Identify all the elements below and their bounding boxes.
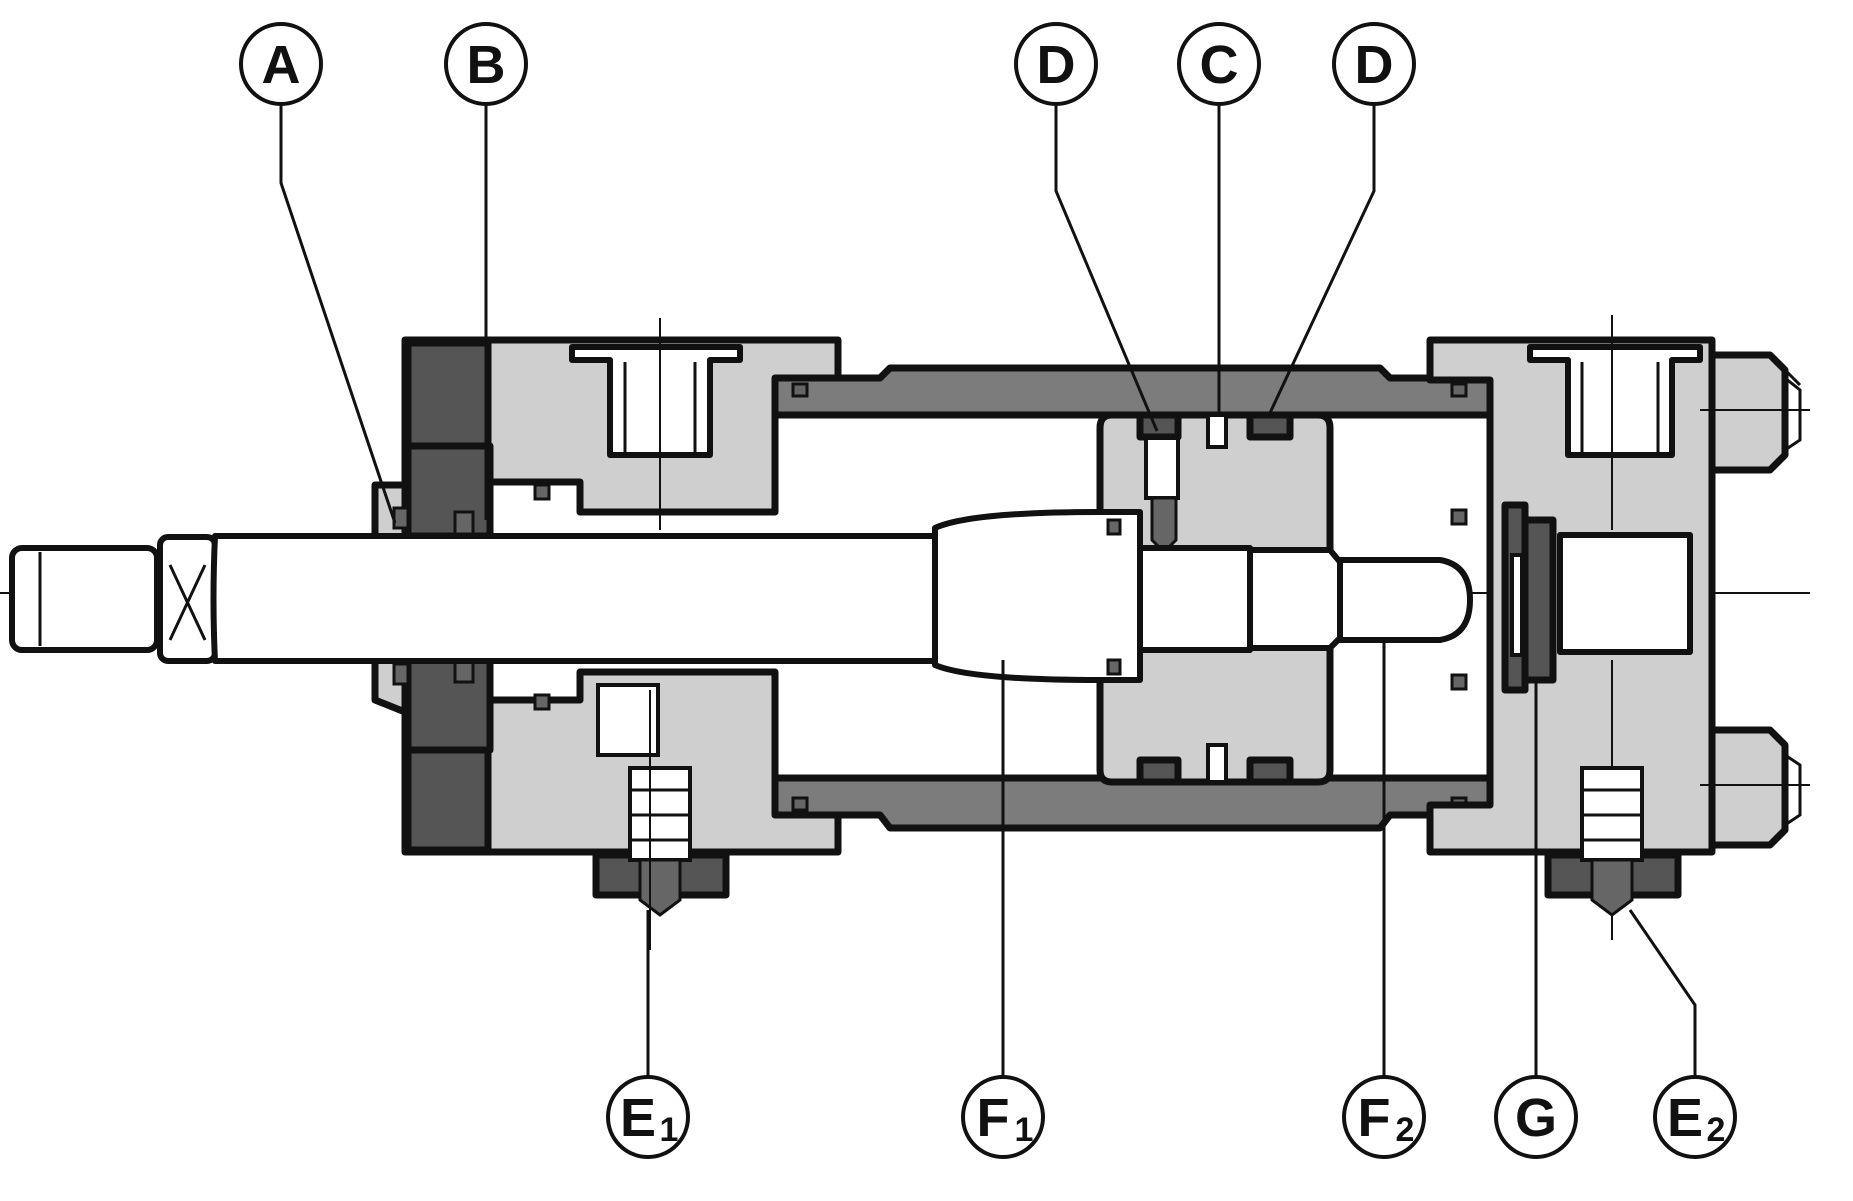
callout-e2: E 2 [1653, 1075, 1737, 1159]
callout-a: A [239, 22, 323, 106]
callout-f1: F 1 [961, 1075, 1045, 1159]
leader-a [279, 104, 397, 524]
callout-d-right-letter: D [1355, 35, 1394, 95]
callout-c: C [1177, 22, 1261, 106]
leader-d-left [1054, 104, 1159, 432]
callout-b-letter: B [467, 35, 506, 95]
front-end-cap [371, 318, 842, 950]
cushion-valve-e2 [1544, 766, 1682, 917]
callout-f1-sub: 1 [1015, 1111, 1034, 1149]
cylinder-tube [771, 364, 1494, 832]
callout-e1-sub: 1 [660, 1111, 679, 1149]
callout-g-letter: G [1515, 1088, 1557, 1148]
callout-e1: E 1 [606, 1075, 690, 1159]
callout-f2-sub: 2 [1396, 1111, 1415, 1149]
callout-f1-letter: F [977, 1088, 1010, 1148]
callout-d-left: D [1014, 22, 1098, 106]
rear-end-cap [1426, 315, 1810, 940]
cushion-valve-e1 [592, 705, 730, 950]
callout-e2-letter: E [1667, 1088, 1703, 1148]
piston-rod [9, 509, 1473, 683]
leader-d-right [1267, 104, 1376, 416]
callout-g: G [1494, 1075, 1578, 1159]
callout-f2: F 2 [1342, 1075, 1426, 1159]
callout-b: B [444, 22, 528, 106]
callout-e2-sub: 2 [1707, 1111, 1726, 1149]
callout-a-letter: A [262, 35, 301, 95]
callout-d-left-letter: D [1037, 35, 1076, 95]
leader-e2 [1628, 909, 1697, 1077]
callout-f2-letter: F [1358, 1088, 1391, 1148]
callout-d-right: D [1332, 22, 1416, 106]
callout-c-letter: C [1200, 35, 1239, 95]
leader-lines [279, 104, 1697, 1077]
callout-e1-letter: E [620, 1088, 656, 1148]
